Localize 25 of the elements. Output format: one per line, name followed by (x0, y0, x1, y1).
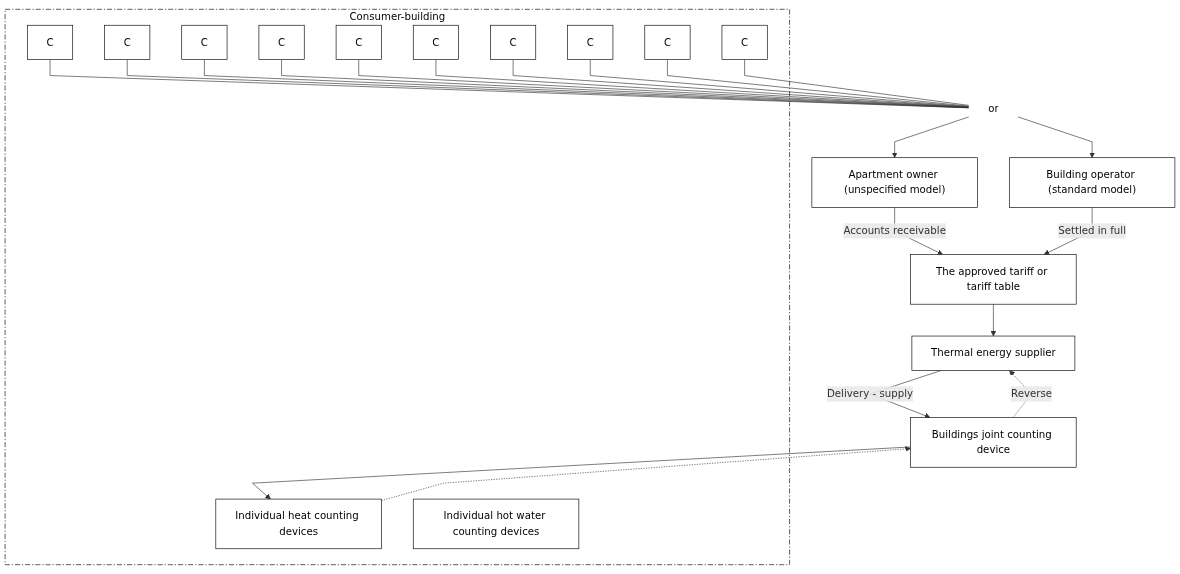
node-box: C (104, 24, 151, 60)
node-box: C (721, 24, 768, 60)
connector (667, 59, 970, 107)
node-box: Buildings joint counting device (910, 417, 1077, 468)
edge-label: Accounts receivable (843, 224, 946, 237)
node-box: C (644, 24, 691, 60)
node-box: C (258, 24, 305, 60)
edge-label: Delivery - supply (826, 387, 914, 400)
node-box: Building operator (standard model) (1009, 157, 1176, 208)
node-box: The approved tariff or tariff table (910, 254, 1077, 305)
connector (744, 59, 970, 106)
edge-label: Reverse (1011, 387, 1052, 400)
node-box: C (335, 24, 382, 60)
node-box: C (412, 24, 459, 60)
node-box: C (181, 24, 228, 60)
node-box: Thermal energy supplier (911, 335, 1076, 371)
node-box: Individual hot water counting devices (412, 498, 580, 550)
node-box: Apartment owner (unspecified model) (811, 157, 978, 208)
node-box: Individual heat counting devices (215, 498, 382, 550)
edge-label: Settled in full (1058, 224, 1126, 237)
node-box: C (567, 24, 614, 60)
connector (589, 59, 970, 107)
node-box: C (27, 24, 74, 60)
node-text: or (988, 102, 999, 115)
node-box: C (490, 24, 537, 60)
